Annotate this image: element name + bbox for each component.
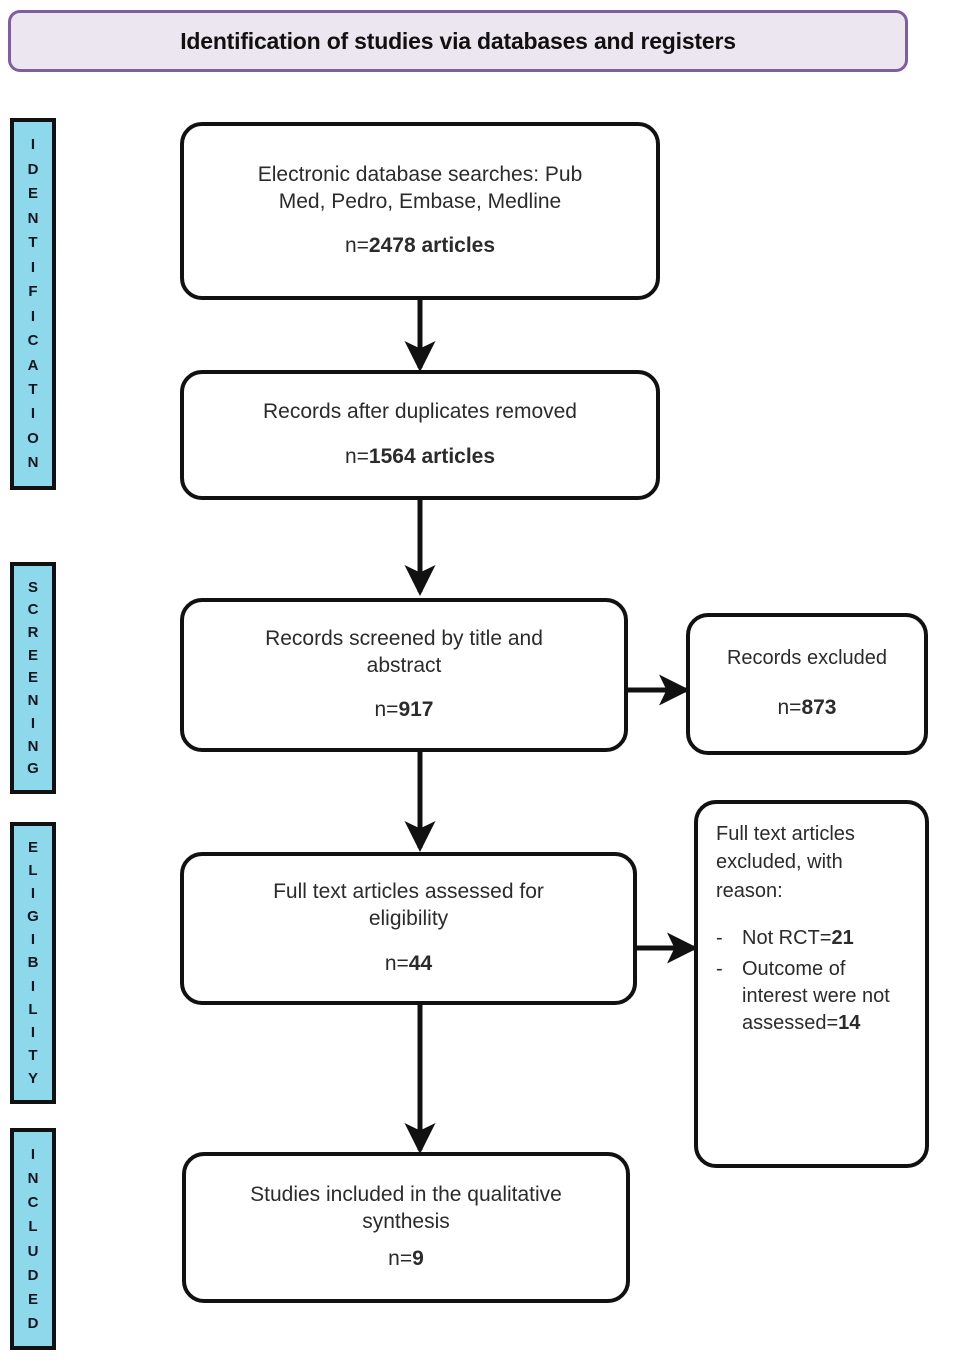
box-line: Records screened by title and: [265, 626, 543, 650]
bullet-dash: -: [716, 927, 723, 950]
phase-letter: I: [30, 258, 36, 276]
phase-letter: T: [28, 380, 38, 398]
phase-letter: T: [28, 1046, 38, 1064]
box-line: synthesis: [362, 1210, 450, 1234]
count-value: 1564 articles: [368, 445, 496, 468]
box-line: Studies included in the qualitative: [250, 1183, 562, 1207]
phase-letter: N: [27, 1170, 39, 1188]
reason-text: Outcome of interest were not assessed=14: [742, 956, 913, 1037]
phase-letter: L: [28, 1218, 38, 1236]
box-line: Records excluded: [726, 646, 888, 669]
phase-bar-identification: I D E N T I F I C A T I O N: [10, 118, 56, 490]
phase-bar-screening: S C R E E N I N G: [10, 562, 56, 794]
phase-letter: C: [27, 1194, 39, 1212]
reason-value: 21: [831, 927, 854, 950]
count-lead: n=: [388, 1246, 413, 1270]
reason-label: Not RCT=: [742, 927, 832, 950]
box-line: eligibility: [368, 907, 449, 931]
box-database-searches: Electronic database searches: Pub Med, P…: [180, 122, 660, 300]
box-line: Full text articles assessed for: [273, 880, 544, 904]
phase-letter: G: [27, 908, 39, 926]
phase-letter: N: [27, 454, 39, 472]
phase-letter: D: [27, 1266, 39, 1284]
phase-letter: Y: [27, 1069, 38, 1087]
box-line: reason:: [716, 879, 783, 902]
bullet-dash: -: [716, 958, 723, 981]
phase-letter: G: [27, 760, 39, 778]
count-lead: n=: [384, 951, 409, 975]
phase-letter: I: [30, 714, 36, 732]
diagram-header-banner: Identification of studies via databases …: [8, 10, 908, 72]
count-lead: n=: [344, 234, 369, 258]
count-lead: n=: [344, 445, 369, 468]
phase-letter: N: [27, 692, 39, 710]
phase-letter: U: [27, 1242, 39, 1260]
page-title: Identification of studies via databases …: [180, 27, 736, 54]
reason-value: 14: [838, 1012, 861, 1035]
phase-letter: T: [28, 234, 38, 252]
box-duplicates-removed: Records after duplicates removed n=1564 …: [180, 370, 660, 500]
phase-letter: E: [27, 646, 38, 664]
box-line: Records after duplicates removed: [263, 400, 577, 424]
count-value: 44: [408, 951, 433, 975]
list-item: - Not RCT=21: [716, 925, 913, 952]
phase-letter: B: [27, 954, 39, 972]
phase-letter: E: [27, 839, 38, 857]
phase-letter: I: [30, 977, 36, 995]
phase-letter: R: [27, 624, 39, 642]
reason-text: Not RCT=21: [742, 925, 913, 952]
box-line: abstract: [366, 653, 442, 677]
box-count: n=873: [778, 695, 837, 722]
list-item: - Outcome of interest were not assessed=…: [716, 956, 913, 1037]
phase-letter: O: [27, 429, 39, 447]
box-count: n=2478 articles: [345, 233, 495, 260]
phase-letter: D: [27, 1314, 39, 1332]
count-lead: n=: [374, 698, 399, 722]
phase-letter: L: [28, 862, 38, 880]
phase-letter: E: [27, 669, 38, 687]
phase-letter: A: [27, 356, 39, 374]
count-value: 2478 articles: [368, 234, 496, 258]
phase-letter: L: [28, 1000, 38, 1018]
count-lead: n=: [777, 696, 802, 720]
phase-letter: I: [30, 931, 36, 949]
phase-letter: D: [27, 160, 39, 178]
box-fulltext-excluded-reasons: Full text articles excluded, with reason…: [694, 800, 929, 1168]
phase-letter: N: [27, 209, 39, 227]
phase-letter: I: [30, 1023, 36, 1041]
box-count: n=9: [388, 1246, 424, 1273]
box-line: Full text articles: [716, 823, 855, 845]
box-line: Electronic database searches: Pub: [257, 162, 583, 186]
reason-label: Outcome of interest were not assessed=: [742, 958, 890, 1035]
phase-letter: I: [30, 307, 36, 325]
phase-letter: C: [27, 332, 39, 350]
box-line: Med, Pedro, Embase, Medline: [278, 189, 562, 213]
box-count: n=1564 articles: [345, 444, 495, 471]
box-studies-included: Studies included in the qualitative synt…: [182, 1152, 630, 1303]
phase-letter: I: [30, 885, 36, 903]
count-value: 917: [398, 698, 434, 722]
box-count: n=917: [375, 697, 434, 724]
phase-letter: C: [27, 601, 39, 619]
box-fulltext-assessed: Full text articles assessed for eligibil…: [180, 852, 637, 1005]
phase-letter: F: [28, 283, 38, 301]
phase-letter: I: [30, 136, 36, 154]
box-count: n=44: [385, 951, 432, 978]
box-records-screened: Records screened by title and abstract n…: [180, 598, 628, 752]
count-value: 9: [412, 1246, 424, 1270]
phase-letter: N: [27, 737, 39, 755]
phase-bar-included: I N C L U D E D: [10, 1128, 56, 1350]
phase-letter: I: [30, 405, 36, 423]
box-records-excluded: Records excluded n=873: [686, 613, 928, 755]
phase-bar-eligibility: E L I G I B I L I T Y: [10, 822, 56, 1104]
phase-letter: I: [30, 1146, 36, 1164]
count-value: 873: [801, 696, 837, 720]
exclusion-reasons-list: - Not RCT=21 - Outcome of interest were …: [716, 925, 913, 1041]
phase-letter: S: [27, 578, 38, 596]
phase-letter: E: [27, 1290, 38, 1308]
phase-letter: E: [27, 185, 38, 203]
box-line: excluded, with: [716, 851, 843, 874]
